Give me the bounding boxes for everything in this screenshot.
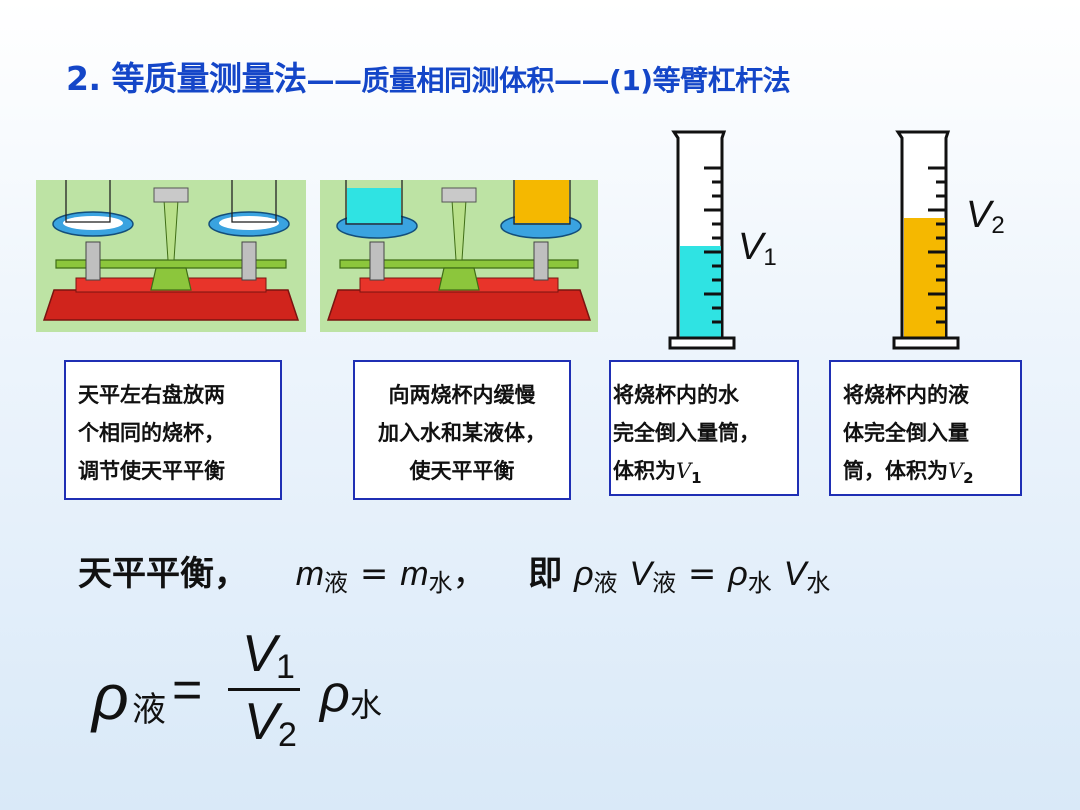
eq-v-water: V <box>783 555 807 593</box>
eq-m-liquid: m <box>295 555 325 593</box>
step-2-line-1: 向两烧杯内缓慢 <box>388 383 536 407</box>
step-3-line-1: 将烧杯内的水 <box>613 383 739 407</box>
step-box-3: 将烧杯内的水 完全倒入量筒， 体积为V1 <box>609 360 799 496</box>
step-4-var-sub: 2 <box>963 469 974 488</box>
eq-comma: ， <box>452 554 487 594</box>
v1-subscript: 1 <box>763 244 777 271</box>
eq-rho-liquid: ρ <box>574 555 594 593</box>
balance-equation: 天平平衡， m液 = m水， 即 ρ液 V液 = ρ水 V水 <box>78 546 830 598</box>
formula-rho-water: ρ <box>320 665 350 723</box>
step-4-line-1: 将烧杯内的液 <box>843 383 969 407</box>
step-box-2: 向两烧杯内缓慢 加入水和某液体， 使天平平衡 <box>353 360 571 500</box>
step-3-var: V <box>676 459 692 483</box>
step-4-line-3-text: 筒，体积为 <box>843 459 948 483</box>
formula-rho-sub: 液 <box>132 690 166 730</box>
formula-rho: ρ <box>92 661 129 733</box>
eq-rho-water: ρ <box>728 555 748 593</box>
step-1-line-1: 天平左右盘放两 <box>78 383 225 407</box>
eq-rho-water-sub: 水 <box>747 569 772 597</box>
formula-denominator-sub: 2 <box>278 716 297 754</box>
step-4-var: V <box>948 459 964 483</box>
density-formula: ρ 液 = V 1 V 2 ρ 水 <box>92 625 422 770</box>
step-box-4: 将烧杯内的液 体完全倒入量 筒，体积为V2 <box>829 360 1022 496</box>
eq-prefix: 天平平衡， <box>78 554 248 594</box>
eq-v-liquid: V <box>629 555 653 593</box>
cylinder-water-illustration <box>668 130 736 350</box>
fraction-bar <box>228 688 300 691</box>
v2-letter: V <box>966 194 992 236</box>
cylinder-liquid-illustration <box>892 130 960 350</box>
formula-equals: = <box>172 661 203 719</box>
step-box-1: 天平左右盘放两 个相同的烧杯， 调节使天平平衡 <box>64 360 282 500</box>
step-3-var-sub: 1 <box>691 469 702 488</box>
cylinder-water-label: V1 <box>738 226 777 272</box>
eq-equals-1: = <box>359 554 389 594</box>
cylinder-liquid-label: V2 <box>966 194 1005 240</box>
v1-letter: V <box>738 226 764 268</box>
step-2-line-2: 加入水和某液体， <box>378 421 546 445</box>
step-3-line-3: 体积为V1 <box>613 452 797 497</box>
v2-subscript: 2 <box>991 212 1005 239</box>
title-dash-2: —— <box>554 64 610 97</box>
step-1-line-2: 个相同的烧杯， <box>78 421 225 445</box>
title-main: 2. 等质量测量法 <box>66 59 307 98</box>
eq-rho-liquid-sub: 液 <box>593 569 618 597</box>
slide-title: 2. 等质量测量法——质量相同测体积——(1)等臂杠杆法 <box>66 52 791 100</box>
step-2-line-3: 使天平平衡 <box>409 459 515 483</box>
formula-rho-water-sub: 水 <box>350 686 383 724</box>
step-3-line-2: 完全倒入量筒， <box>613 421 760 445</box>
step-4-line-2: 体完全倒入量 <box>843 421 969 445</box>
formula-denominator-v: V <box>244 693 279 751</box>
balance-empty-illustration <box>36 180 306 332</box>
eq-m-liquid-sub: 液 <box>324 569 349 597</box>
formula-numerator-v: V <box>242 625 277 683</box>
eq-ji: 即 <box>528 554 563 594</box>
eq-m-water-sub: 水 <box>428 569 453 597</box>
formula-numerator-sub: 1 <box>276 648 295 686</box>
step-4-line-3: 筒，体积为V2 <box>843 452 1020 497</box>
balance-filled-illustration <box>320 180 598 332</box>
step-1-line-3: 调节使天平平衡 <box>78 459 225 483</box>
title-sub-2: (1)等臂杠杆法 <box>609 64 791 97</box>
eq-m-water: m <box>400 555 429 593</box>
eq-v-water-sub: 水 <box>806 569 831 597</box>
eq-v-liquid-sub: 液 <box>652 569 677 597</box>
eq-equals-2: = <box>687 554 717 594</box>
title-dash-1: —— <box>306 64 363 97</box>
title-sub-1: 质量相同测体积 <box>361 64 555 97</box>
step-3-line-3-text: 体积为 <box>613 459 676 483</box>
